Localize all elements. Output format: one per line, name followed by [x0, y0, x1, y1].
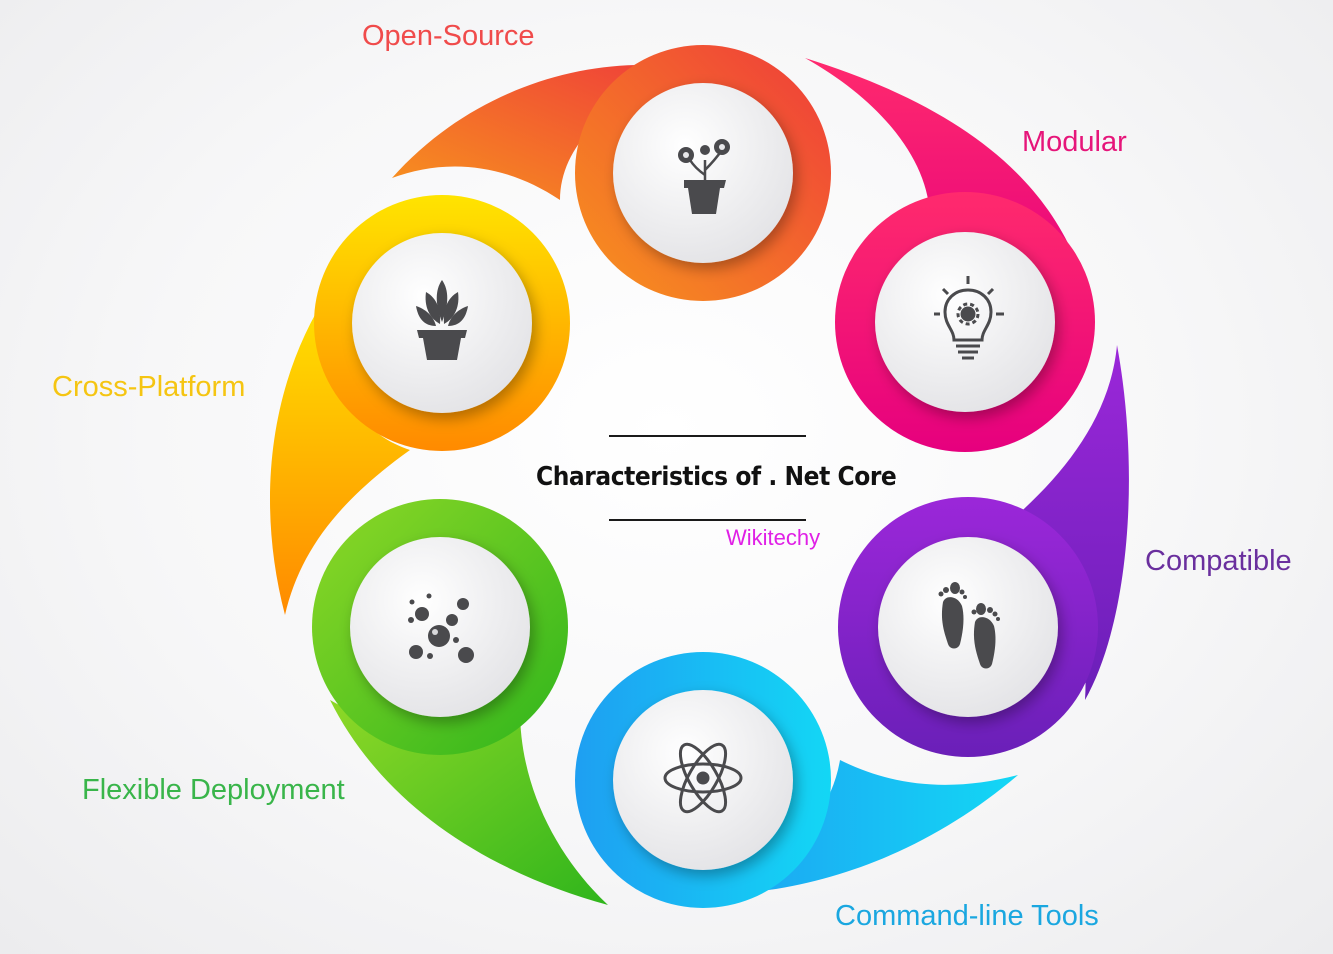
label-command-line-tools: Command-line Tools [835, 900, 1099, 932]
title-rule-bottom [609, 519, 806, 521]
label-flexible-deployment: Flexible Deployment [82, 774, 345, 806]
label-open-source: Open-Source [362, 20, 535, 52]
footprints-icon [938, 582, 1000, 669]
bubbles-icon [408, 593, 474, 663]
title-rule-top [609, 435, 806, 437]
label-cross-platform: Cross-Platform [52, 371, 246, 403]
diagram-subtitle: Wikitechy [726, 525, 821, 550]
flower-pot-icon [678, 139, 730, 214]
icon-disc-cross-platform [352, 233, 532, 413]
icon-disc-modular [875, 232, 1055, 412]
lightbulb-gear-icon [934, 276, 1004, 360]
segment-tail-modular [805, 58, 1090, 305]
segment-tail-flexible [330, 700, 608, 905]
label-compatible: Compatible [1145, 545, 1292, 577]
atom-icon [663, 742, 743, 814]
diagram-title: Characteristics of . Net Core [536, 462, 897, 492]
label-modular: Modular [1022, 126, 1127, 158]
icon-disc-compatible [878, 537, 1058, 717]
segment-tail-cross-platform [270, 290, 410, 615]
succulent-pot-icon [416, 280, 468, 360]
